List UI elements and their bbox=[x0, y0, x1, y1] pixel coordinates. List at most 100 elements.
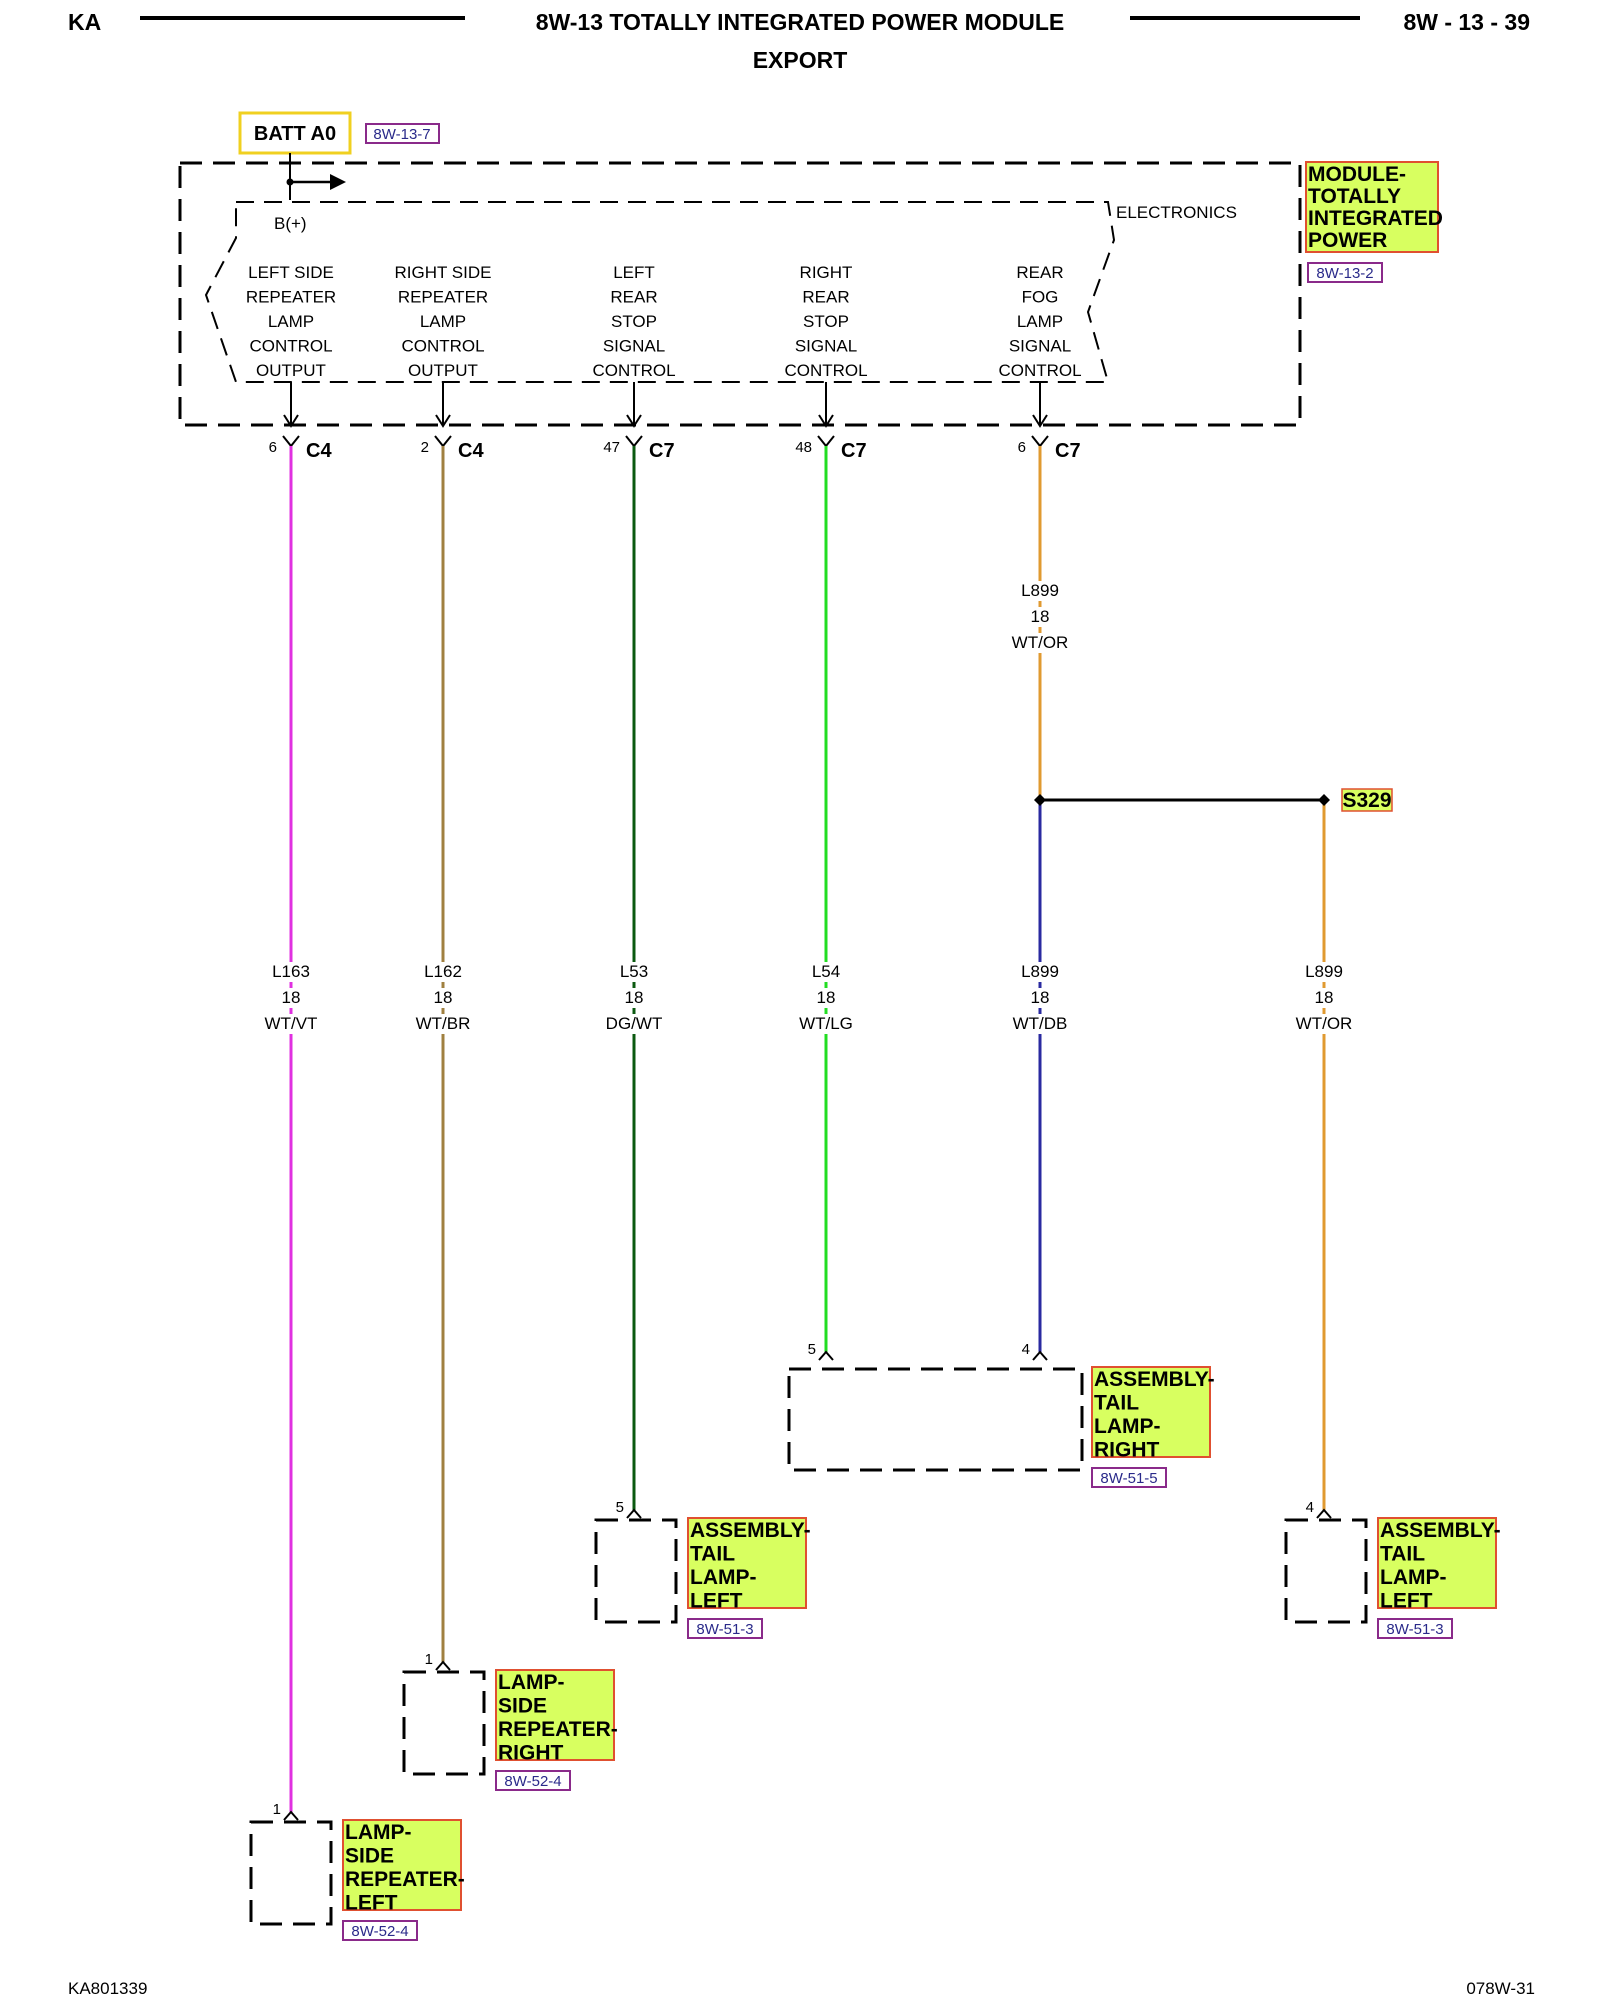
dest-pin-3-symbol bbox=[626, 1508, 642, 1519]
dest-pin-1: 1 bbox=[273, 1801, 281, 1818]
wire-label-l899-upper-circuit: L899 bbox=[1021, 581, 1059, 600]
component-label-box-2 bbox=[687, 1517, 807, 1609]
module-label-line-3: INTEGRATED bbox=[1308, 207, 1443, 230]
wire-label-l899-upper-gauge-bg bbox=[1008, 607, 1072, 627]
component-label-box-5 bbox=[342, 1819, 462, 1911]
component-ref-link-3[interactable]: 8W-51-3 bbox=[1386, 1621, 1443, 1638]
output-arrow-head-4 bbox=[818, 414, 834, 428]
bplus-label: B(+) bbox=[274, 214, 307, 233]
component-ref-link-4[interactable]: 8W-52-4 bbox=[504, 1773, 561, 1790]
output-label-3-line-4: SIGNAL bbox=[603, 337, 665, 356]
batt-ref-box[interactable] bbox=[365, 123, 440, 144]
component-ref-box-1[interactable] bbox=[1091, 1467, 1167, 1488]
component-box-1 bbox=[787, 1367, 1084, 1472]
output-label-5-line-3: LAMP bbox=[1017, 312, 1063, 331]
module-outputs: LEFT SIDE REPEATER LAMP CONTROL OUTPUT 6 C4 RIG… bbox=[246, 263, 1082, 462]
footer-diagram-id: KA801339 bbox=[68, 1979, 147, 1998]
connector-id-1: C4 bbox=[306, 440, 332, 462]
wire-label-branch-gauge-bg bbox=[1292, 988, 1356, 1008]
output-label-1-line-5: OUTPUT bbox=[256, 361, 326, 380]
output-label-1-line-1: LEFT SIDE bbox=[248, 263, 334, 282]
splice-node-left bbox=[1034, 794, 1046, 806]
component-label-5-line-1: LAMP- bbox=[345, 1821, 412, 1844]
dest-pin-4: 5 bbox=[808, 1341, 816, 1358]
component-label-4-line-2: SIDE bbox=[498, 1695, 547, 1718]
module-ref-link[interactable]: 8W-13-2 bbox=[1316, 265, 1373, 282]
output-label-5-line-1: REAR bbox=[1016, 263, 1063, 282]
dest-pin-2: 1 bbox=[425, 1651, 433, 1668]
component-label-1-line-3: LAMP- bbox=[1094, 1415, 1161, 1438]
output-arrow-head-5 bbox=[1032, 414, 1048, 428]
output-label-2-line-5: OUTPUT bbox=[408, 361, 478, 380]
output-label-4-line-2: REAR bbox=[802, 288, 849, 307]
footer-page-id: 078W-31 bbox=[1466, 1979, 1535, 1998]
wire-label-3-color: DG/WT bbox=[606, 1014, 663, 1033]
output-label-3-line-3: STOP bbox=[611, 312, 657, 331]
output-label-2-line-4: CONTROL bbox=[401, 337, 484, 356]
wire-label-1-gauge: 18 bbox=[282, 988, 301, 1007]
wire-label-3-color-bg bbox=[602, 1014, 666, 1034]
output-label-3-line-1: LEFT bbox=[613, 263, 655, 282]
output-label-3-line-2: REAR bbox=[610, 288, 657, 307]
batt-label-box bbox=[238, 111, 352, 155]
component-label-1-line-1: ASSEMBLY- bbox=[1094, 1368, 1215, 1391]
wire-label-2-circuit-bg bbox=[411, 962, 475, 982]
dest-pin-2-symbol bbox=[435, 1660, 451, 1671]
connector-pin-3: 47 bbox=[603, 439, 620, 456]
component-ref-box-3[interactable] bbox=[1377, 1618, 1453, 1639]
component-ref-link-5[interactable]: 8W-52-4 bbox=[351, 1923, 408, 1940]
wire-label-5-gauge-bg bbox=[1008, 988, 1072, 1008]
header-section-code: KA bbox=[68, 9, 101, 35]
wire-label-branch-circuit-bg bbox=[1292, 962, 1356, 982]
component-label-3-line-4: LEFT bbox=[1380, 1590, 1433, 1613]
batt-label: BATT A0 bbox=[254, 123, 336, 145]
wire-label-l899-upper-circuit-bg bbox=[1008, 581, 1072, 601]
module-ref-box[interactable] bbox=[1307, 262, 1383, 283]
component-label-box-1 bbox=[1091, 1366, 1211, 1458]
page-subtitle: EXPORT bbox=[753, 47, 848, 73]
output-label-3-line-5: CONTROL bbox=[592, 361, 675, 380]
connector-pin-symbol-2 bbox=[434, 435, 452, 448]
module-label-line-4: POWER bbox=[1308, 229, 1387, 252]
component-ref-link-1[interactable]: 8W-51-5 bbox=[1100, 1470, 1157, 1487]
dest-pin-4-symbol bbox=[818, 1350, 834, 1361]
wire-label-2-gauge-bg bbox=[411, 988, 475, 1008]
component-ref-box-4[interactable] bbox=[495, 1770, 571, 1791]
wire-label-1-circuit-bg bbox=[259, 962, 323, 982]
component-label-3-line-1: ASSEMBLY- bbox=[1380, 1519, 1501, 1542]
connector-pin-4: 48 bbox=[795, 439, 812, 456]
component-box-3 bbox=[1284, 1518, 1368, 1624]
wire-label-1-gauge-bg bbox=[259, 988, 323, 1008]
dest-pin-branch-symbol bbox=[1316, 1508, 1332, 1519]
wires: L16318WT/VTL16218WT/BRL5318DG/WTL5418WT/… bbox=[259, 446, 1356, 1812]
wire-label-branch-circuit: L899 bbox=[1305, 962, 1343, 981]
output-label-5-line-4: SIGNAL bbox=[1009, 337, 1071, 356]
wire-label-5-gauge: 18 bbox=[1031, 988, 1050, 1007]
component-ref-box-5[interactable] bbox=[342, 1920, 418, 1941]
connector-id-2: C4 bbox=[458, 440, 484, 462]
component-label-4-line-4: RIGHT bbox=[498, 1742, 564, 1765]
wire-label-2-circuit: L162 bbox=[424, 962, 462, 981]
connector-id-3: C7 bbox=[649, 440, 675, 462]
dest-pin-5-symbol bbox=[1032, 1350, 1048, 1361]
component-label-box-3 bbox=[1377, 1517, 1497, 1609]
wire-label-branch-color: WT/OR bbox=[1296, 1014, 1353, 1033]
batt-ref-link[interactable]: 8W-13-7 bbox=[373, 126, 430, 143]
output-label-2-line-3: LAMP bbox=[420, 312, 466, 331]
wire-label-2-gauge: 18 bbox=[434, 988, 453, 1007]
component-label-2-line-4: LEFT bbox=[690, 1590, 743, 1613]
output-label-2-line-1: RIGHT SIDE bbox=[395, 263, 492, 282]
output-label-4-line-5: CONTROL bbox=[784, 361, 867, 380]
wire-label-1-circuit: L163 bbox=[272, 962, 310, 981]
connector-pin-symbol-5 bbox=[1031, 435, 1049, 448]
component-ref-link-2[interactable]: 8W-51-3 bbox=[696, 1621, 753, 1638]
wire-label-branch-gauge: 18 bbox=[1315, 988, 1334, 1007]
output-label-2-line-2: REPEATER bbox=[398, 288, 488, 307]
dest-pin-1-symbol bbox=[283, 1810, 299, 1821]
wire-label-4-circuit: L54 bbox=[812, 962, 840, 981]
connector-pin-2: 2 bbox=[421, 439, 429, 456]
output-label-4-line-3: STOP bbox=[803, 312, 849, 331]
component-ref-box-2[interactable] bbox=[687, 1618, 763, 1639]
connector-pin-1: 6 bbox=[269, 439, 277, 456]
